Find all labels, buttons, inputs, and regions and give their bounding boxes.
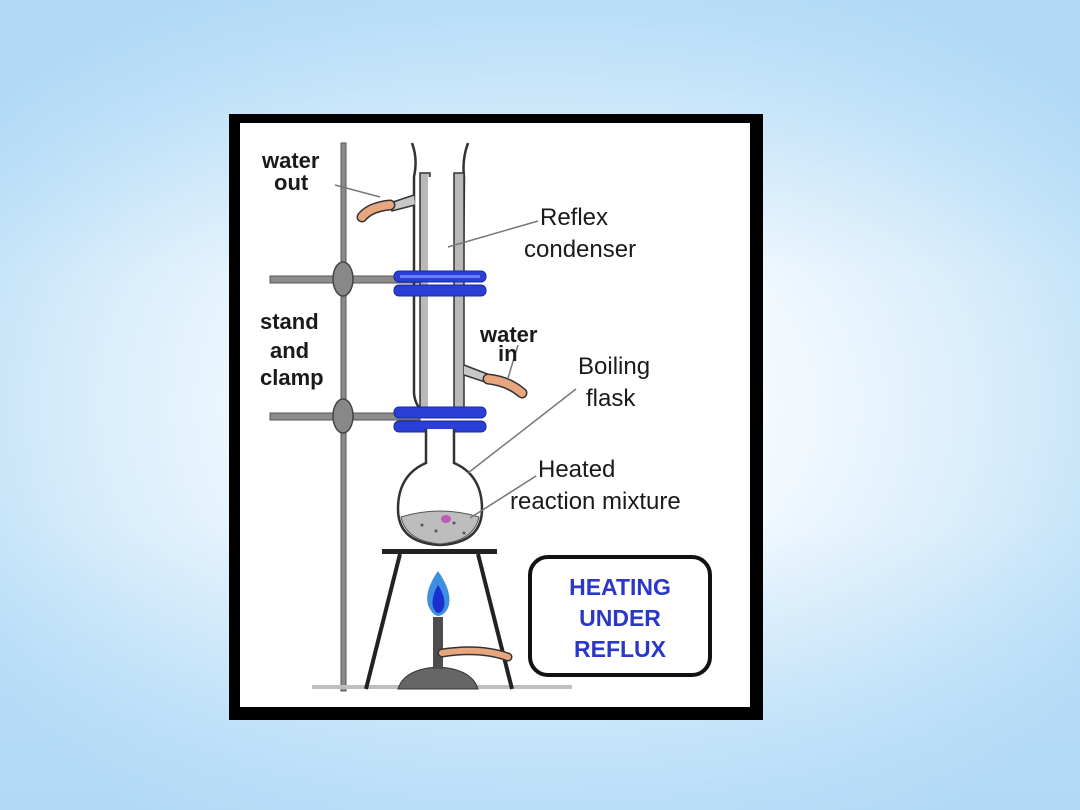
- label-water-out-1: water: [261, 148, 320, 173]
- diagram-frame: water out Reflex condenser stand and cla…: [229, 114, 763, 720]
- flame-icon: [427, 571, 450, 616]
- leader-mixture: [469, 475, 537, 519]
- label-condenser-1: Reflex: [540, 204, 608, 231]
- hose-out: [358, 201, 394, 221]
- label-mixture-2: reaction mixture: [510, 488, 681, 515]
- lower-clamp-rings: [393, 406, 487, 433]
- boiling-flask: [396, 429, 484, 547]
- leader-condenser: [447, 220, 539, 248]
- hose-in: [484, 375, 526, 397]
- leader-water-out: [334, 184, 381, 198]
- title-line-1: HEATING: [569, 574, 671, 600]
- title-line-2: UNDER: [579, 605, 661, 631]
- tripod: [364, 549, 514, 690]
- upper-clamp-rings: [393, 270, 487, 297]
- label-flask-2: flask: [586, 385, 636, 412]
- title-line-3: REFLUX: [574, 636, 667, 662]
- leader-flask: [467, 388, 577, 474]
- label-mixture-1: Heated: [538, 456, 615, 483]
- label-stand-2: and: [270, 338, 309, 363]
- label-water-in-2: in: [498, 341, 518, 366]
- label-water-out-2: out: [274, 170, 309, 195]
- title-box: HEATING UNDER REFLUX: [528, 555, 712, 677]
- label-water-in-1: water: [479, 322, 538, 347]
- label-condenser-2: condenser: [524, 236, 636, 263]
- bunsen-burner: [397, 617, 513, 690]
- leader-water-in: [507, 344, 519, 379]
- label-stand-3: clamp: [260, 365, 324, 390]
- reflux-diagram: water out Reflex condenser stand and cla…: [260, 142, 712, 692]
- label-flask-1: Boiling: [578, 353, 650, 380]
- label-stand-1: stand: [260, 309, 319, 334]
- diagram-canvas: water out Reflex condenser stand and cla…: [240, 123, 750, 707]
